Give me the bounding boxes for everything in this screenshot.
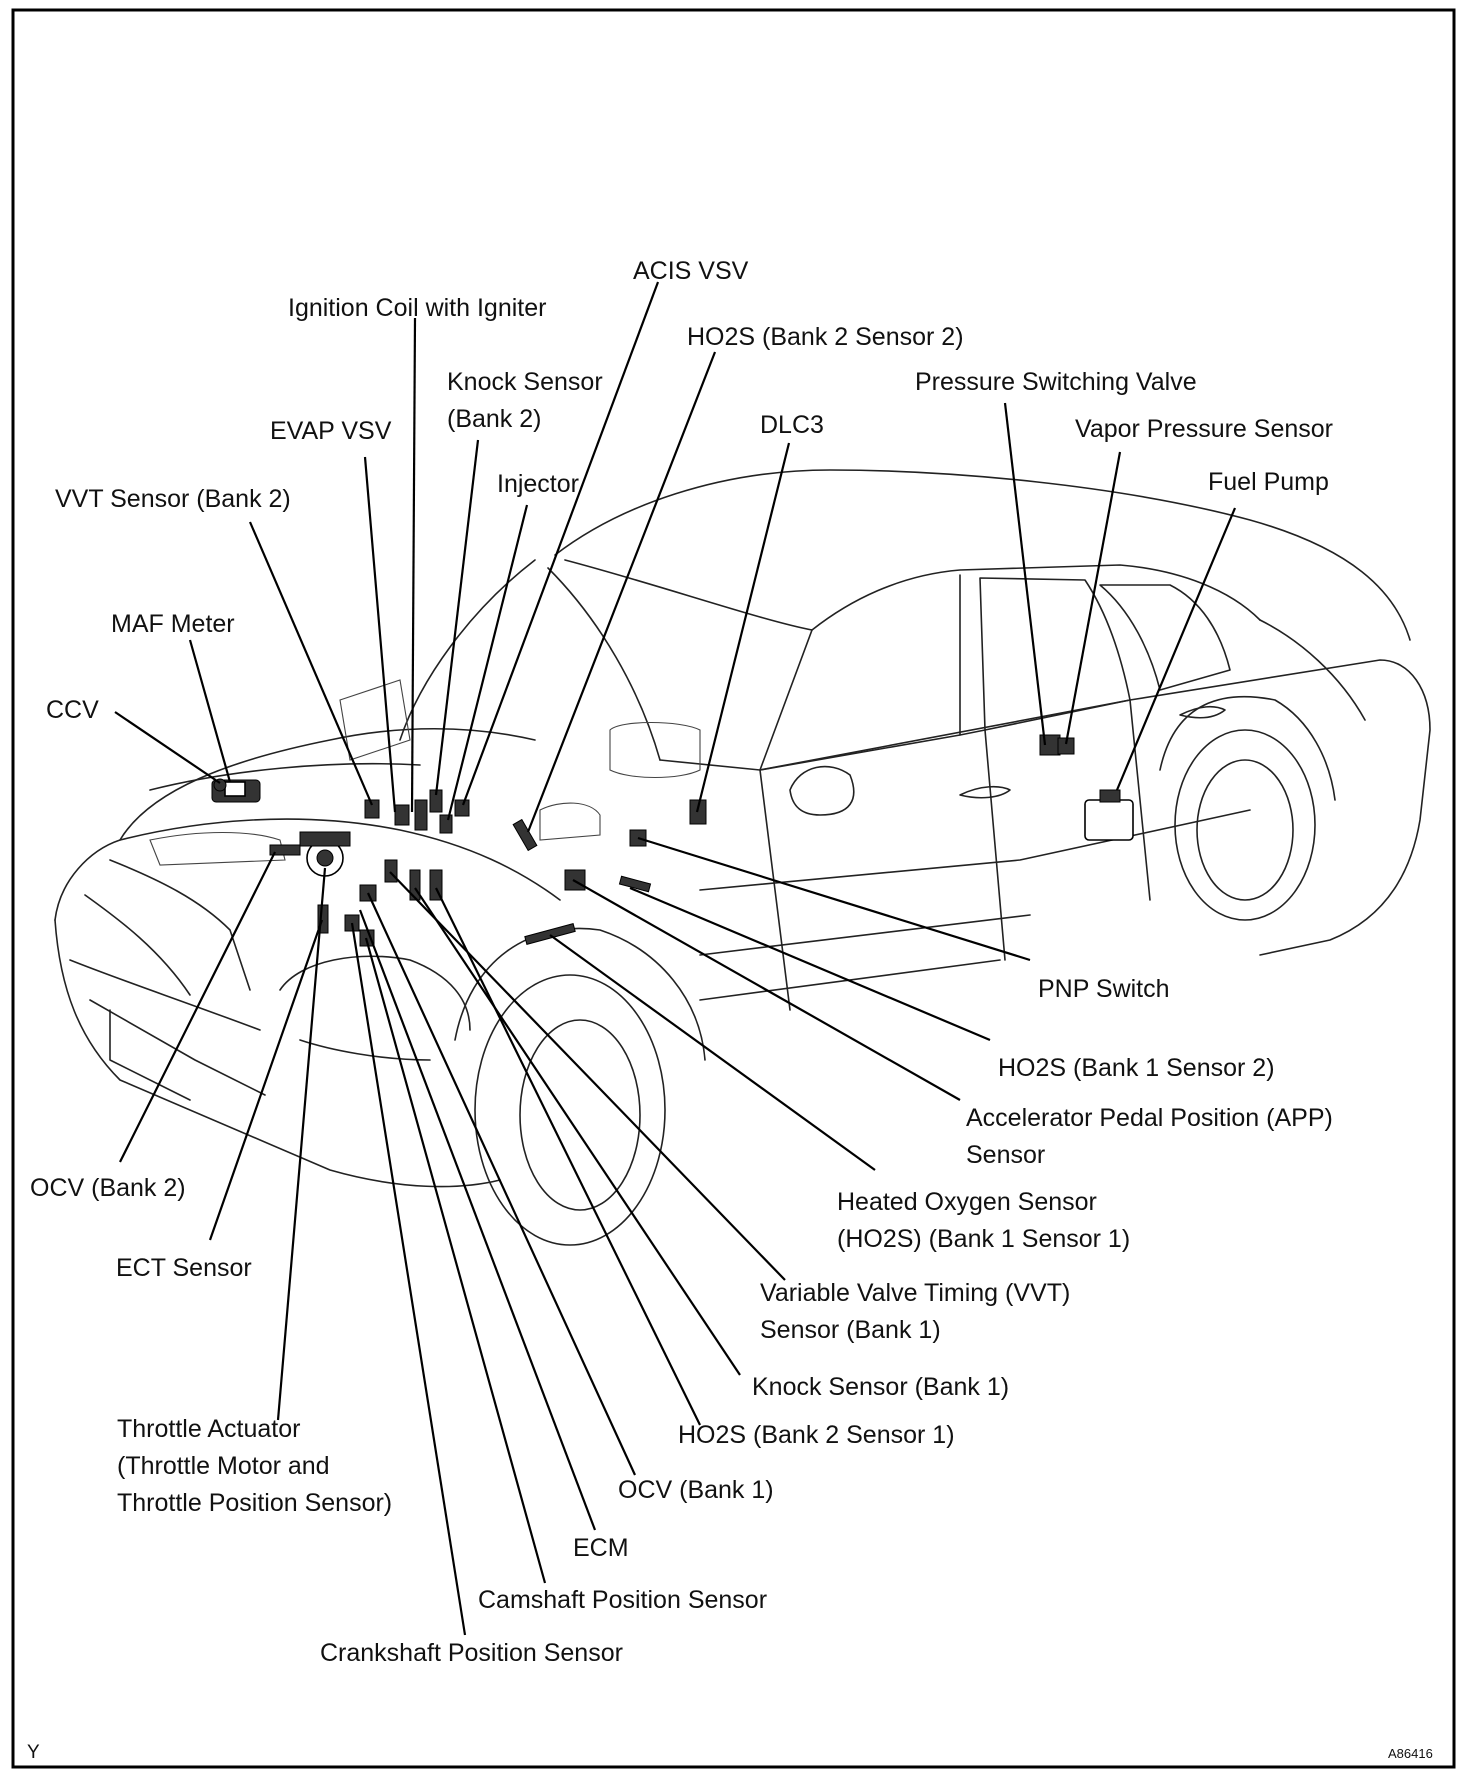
injector-part: [439, 814, 453, 834]
throttle-motor: [299, 831, 351, 847]
label-crankshaft: Crankshaft Position Sensor: [320, 1639, 623, 1667]
pressure-switching-valve-part: [1039, 734, 1061, 756]
ho2s-b1s2-part: [618, 875, 652, 893]
label-injector: Injector: [497, 470, 579, 498]
label-knock-b2-line2: (Bank 2): [447, 405, 541, 433]
label-ect-sensor: ECT Sensor: [116, 1254, 252, 1282]
diagram-border: [11, 8, 1456, 1769]
label-throttle-line1: Throttle Actuator: [117, 1415, 300, 1443]
label-ocv-b2: OCV (Bank 2): [30, 1174, 186, 1202]
label-maf-meter: MAF Meter: [111, 610, 235, 638]
label-camshaft: Camshaft Position Sensor: [478, 1586, 767, 1614]
label-app-line2: Sensor: [966, 1141, 1045, 1169]
component-labels: ACIS VSV Ignition Coil with Igniter HO2S…: [30, 257, 1333, 1667]
fuel-pump-top: [1099, 789, 1121, 803]
label-heated-o2-line2: (HO2S) (Bank 1 Sensor 1): [837, 1225, 1130, 1253]
figure-id: A86416: [1388, 1746, 1433, 1761]
label-app-line1: Accelerator Pedal Position (APP): [966, 1104, 1333, 1132]
label-acis-vsv: ACIS VSV: [633, 257, 749, 285]
ect-sensor-part: [269, 844, 301, 856]
label-evap-vsv: EVAP VSV: [270, 417, 392, 445]
label-throttle-line3: Throttle Position Sensor): [117, 1489, 392, 1517]
label-ignition-coil: Ignition Coil with Igniter: [288, 294, 546, 322]
label-ho2s-b1s2: HO2S (Bank 1 Sensor 2): [998, 1054, 1275, 1082]
corner-mark-left: Y: [27, 1742, 40, 1763]
label-vvt-b1-line2: Sensor (Bank 1): [760, 1316, 941, 1344]
fuel-pump-part: [1084, 799, 1134, 841]
label-vvt-b2: VVT Sensor (Bank 2): [55, 485, 291, 513]
label-ccv: CCV: [46, 696, 99, 724]
label-knock-b2-line1: Knock Sensor: [447, 368, 603, 396]
label-throttle-line2: (Throttle Motor and: [117, 1452, 330, 1480]
label-ho2s-b2s1: HO2S (Bank 2 Sensor 1): [678, 1421, 955, 1449]
ho2s-b2s2-part: [512, 818, 538, 852]
ocv-bank2-part: [317, 904, 329, 934]
label-pressure-switching-valve: Pressure Switching Valve: [915, 368, 1197, 396]
leader-lines: [114, 281, 1237, 1636]
evap-vsv-part: [394, 804, 410, 826]
component-parts: [211, 734, 1134, 947]
label-ecm: ECM: [573, 1534, 629, 1562]
label-knock-b1: Knock Sensor (Bank 1): [752, 1373, 1009, 1401]
label-vapor-pressure-sensor: Vapor Pressure Sensor: [1075, 415, 1333, 443]
label-fuel-pump: Fuel Pump: [1208, 468, 1329, 496]
maf-meter-body: [224, 781, 246, 797]
label-dlc3: DLC3: [760, 411, 824, 439]
label-ho2s-b2s2: HO2S (Bank 2 Sensor 2): [687, 323, 964, 351]
knock-b1-part: [409, 869, 421, 901]
acis-vsv-part: [454, 799, 470, 817]
label-pnp-switch: PNP Switch: [1038, 975, 1170, 1003]
label-ocv-b1: OCV (Bank 1): [618, 1476, 774, 1504]
ho2s-b1s1-part: [524, 923, 576, 945]
ignition-coil-part: [414, 799, 428, 831]
label-vvt-b1-line1: Variable Valve Timing (VVT): [760, 1279, 1070, 1307]
vvt-b2-part: [364, 799, 380, 819]
label-heated-o2-line1: Heated Oxygen Sensor: [837, 1188, 1097, 1216]
throttle-bore: [316, 849, 334, 867]
